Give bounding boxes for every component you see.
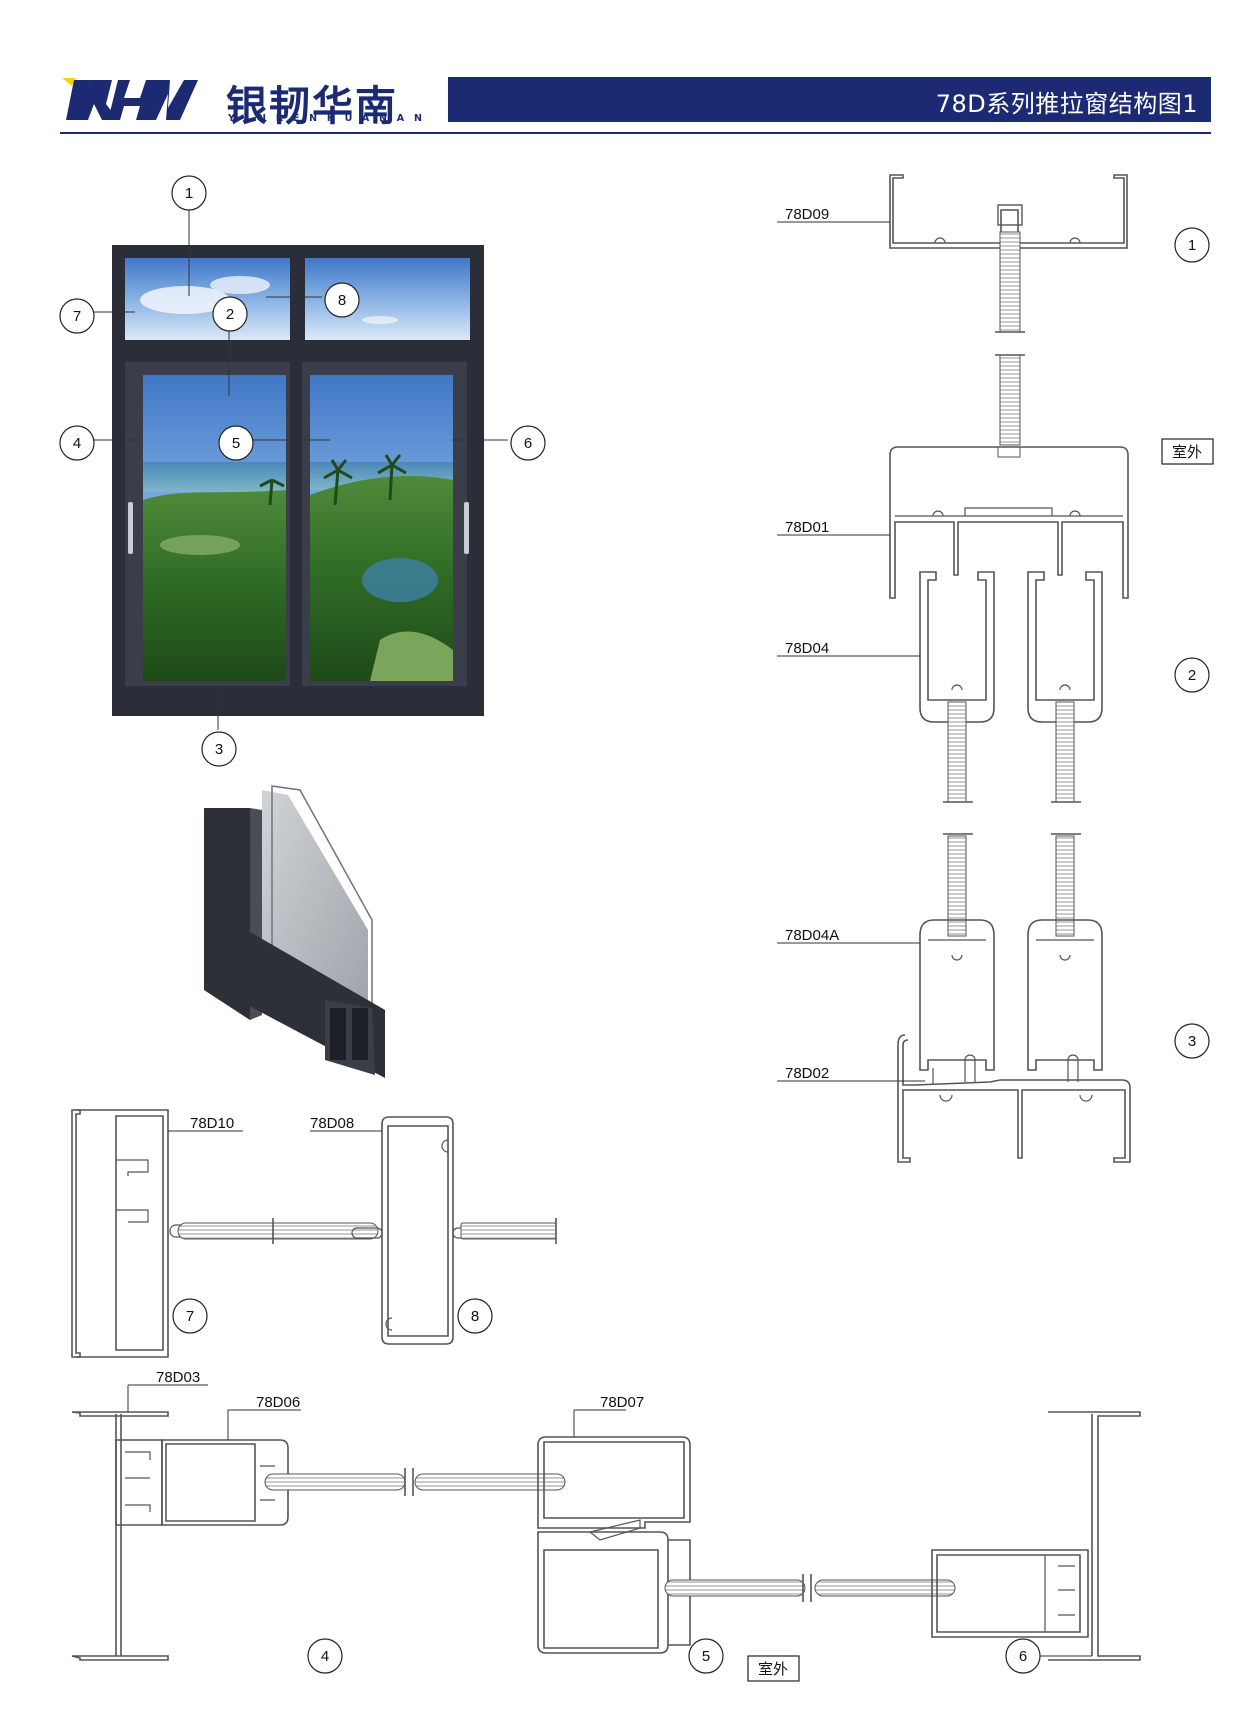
callout-markers: 1 7 8 2 4 5 6 3 1 2 3 7 8 4 5 6 (59, 175, 1210, 1674)
callout-2-section: 2 (1174, 657, 1210, 693)
svg-text:室外: 室外 (758, 1661, 788, 1678)
header-rule (60, 132, 1211, 134)
svg-text:5: 5 (232, 435, 240, 452)
part-78D07: 78D07 (600, 1394, 644, 1411)
svg-text:1: 1 (185, 185, 193, 202)
section-head-78D09 (777, 174, 1128, 446)
svg-text:7: 7 (73, 308, 81, 325)
svg-text:7: 7 (186, 1308, 194, 1325)
section-78D07 (537, 1409, 691, 1654)
callout-2-photo: 2 (212, 296, 248, 332)
svg-text:3: 3 (1188, 1033, 1196, 1050)
callout-5-photo: 5 (218, 425, 254, 461)
svg-text:4: 4 (321, 1648, 329, 1665)
svg-text:6: 6 (524, 435, 532, 452)
callout-3-photo: 3 (201, 731, 237, 767)
callout-1-photo: 1 (171, 175, 207, 211)
part-78D09: 78D09 (785, 206, 829, 223)
callout-5-section: 5 (688, 1638, 724, 1674)
part-78D08: 78D08 (310, 1115, 354, 1132)
brand-name-cn: 银韧华南 (226, 82, 398, 130)
callout-8-photo: 8 (324, 282, 360, 318)
section-78D03 (71, 1384, 208, 1661)
section-sill-78D02 (777, 1034, 1131, 1163)
svg-text:2: 2 (226, 306, 234, 323)
callout-7-section: 7 (172, 1298, 208, 1334)
outside-label-bottom: 室外 (747, 1655, 800, 1682)
part-78D01: 78D01 (785, 519, 829, 536)
section-78D08 (310, 1116, 557, 1345)
callout-3-section: 3 (1174, 1023, 1210, 1059)
part-code-labels: 78D09 78D01 78D04 78D04A 78D02 78D10 78D… (156, 206, 839, 1411)
outside-label-top: 室外 (1161, 438, 1214, 465)
window-elevation (112, 245, 484, 716)
section-78D10 (71, 1109, 379, 1358)
svg-text:8: 8 (338, 292, 346, 309)
part-78D04A: 78D04A (785, 927, 839, 944)
brand-logo-mark (62, 78, 198, 120)
callout-8-section: 8 (457, 1298, 493, 1334)
callout-6-section: 6 (1005, 1638, 1041, 1674)
section-frame-right (1048, 1411, 1141, 1661)
section-sash-78D04A (777, 835, 1103, 1071)
callout-1-section: 1 (1174, 227, 1210, 263)
section-78D05 (664, 1549, 1089, 1638)
section-track-78D01 (777, 446, 1129, 599)
callout-4-photo: 4 (59, 425, 95, 461)
callout-6-photo: 6 (510, 425, 546, 461)
title-bar (448, 77, 1211, 122)
brand-name-en: YINRENHUANAN (228, 113, 432, 124)
svg-text:4: 4 (73, 435, 81, 452)
part-78D04: 78D04 (785, 640, 829, 657)
page-title: 78D系列推拉窗结构图1 (935, 90, 1198, 118)
svg-text:室外: 室外 (1172, 444, 1202, 461)
section-sash-78D04 (777, 571, 1103, 835)
svg-text:8: 8 (471, 1308, 479, 1325)
part-78D06: 78D06 (256, 1394, 300, 1411)
callout-7-photo: 7 (59, 298, 95, 334)
part-78D10: 78D10 (190, 1115, 234, 1132)
svg-text:3: 3 (215, 741, 223, 758)
part-78D03: 78D03 (156, 1369, 200, 1386)
svg-text:2: 2 (1188, 667, 1196, 684)
svg-text:6: 6 (1019, 1648, 1027, 1665)
svg-text:5: 5 (702, 1648, 710, 1665)
svg-text:1: 1 (1188, 237, 1196, 254)
part-78D02: 78D02 (785, 1065, 829, 1082)
corner-3d-section (204, 785, 385, 1078)
callout-4-section: 4 (307, 1638, 343, 1674)
elevation-leaders (93, 208, 508, 730)
section-78D06 (161, 1409, 566, 1526)
